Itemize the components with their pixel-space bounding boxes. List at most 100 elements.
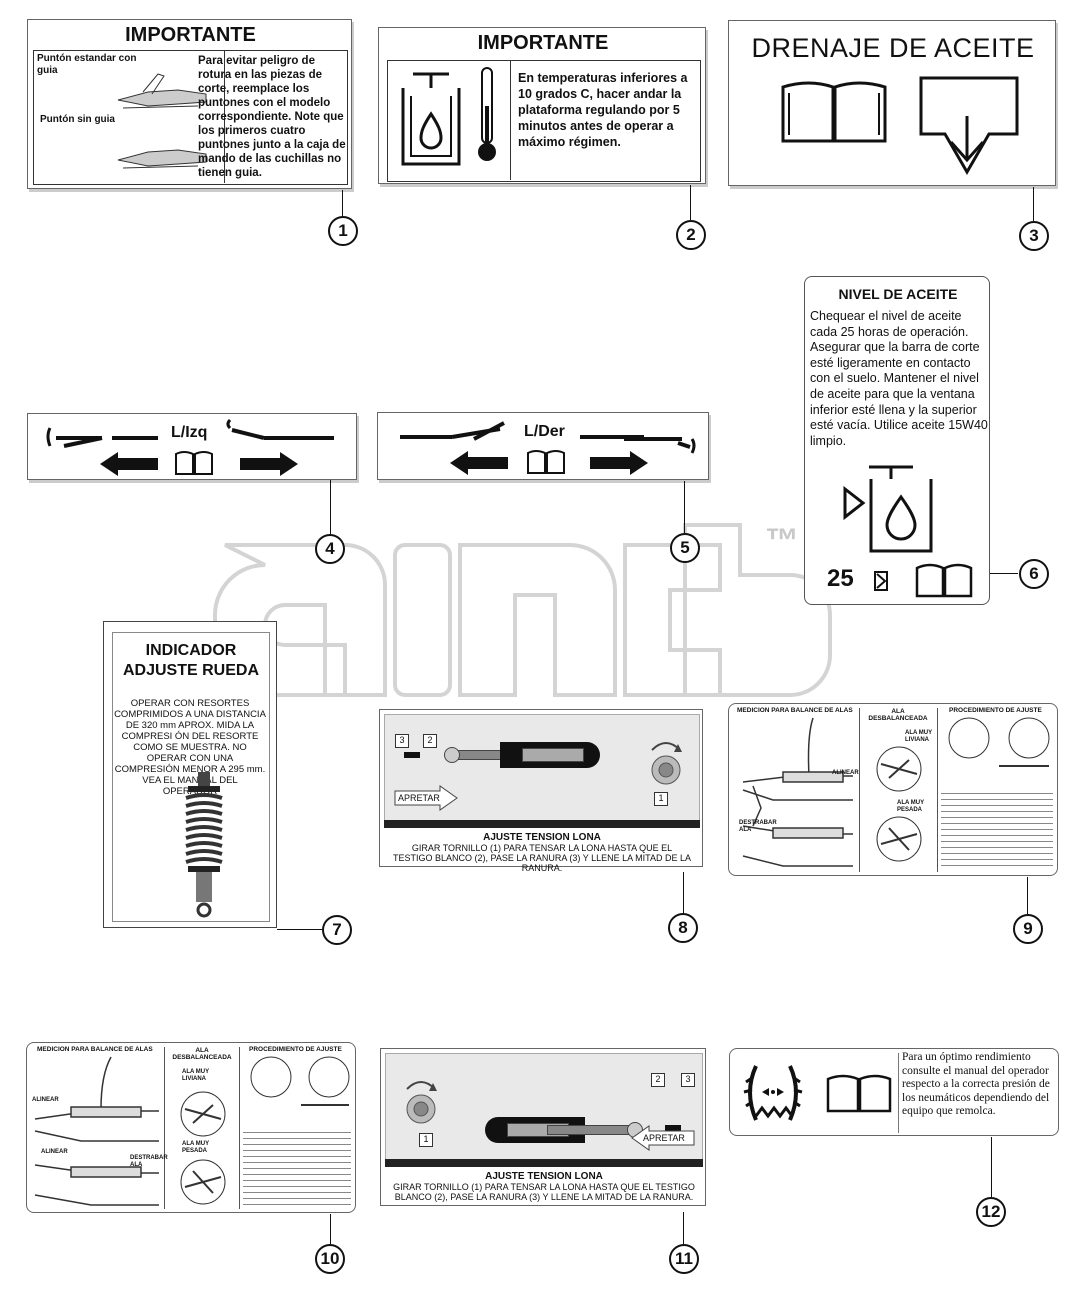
decal-3-title: DRENAJE DE ACEITE [751, 33, 1035, 63]
callout-12: 12 [976, 1197, 1006, 1227]
decal-12-text: Para un óptimo rendimiento consulte el m… [902, 1051, 1050, 1117]
decal-5-label: L/Der [524, 423, 565, 440]
hourglass-icon [874, 571, 888, 591]
decal-9-h2: ALA DESBALANCEADA [868, 708, 928, 722]
rotate-screw-icon [651, 742, 682, 785]
decal-9-divider-b [937, 708, 938, 872]
decal-12-neumaticos: Para un óptimo rendimiento consulte el m… [729, 1048, 1059, 1136]
callout-10: 10 [315, 1244, 345, 1274]
decal-6-text: Chequear el nivel de aceite cada 25 hora… [810, 309, 988, 448]
decal-10-l2: ALINEAR [41, 1149, 68, 1155]
decal-2-importante: IMPORTANTE En temperaturas inferiores a … [378, 27, 706, 184]
decal-11-n3: 3 [681, 1073, 695, 1087]
decal-8-photo [384, 714, 700, 826]
decal-9-h1: MEDICION PARA BALANCE DE ALAS [737, 707, 853, 714]
guard-without-guide-icon [117, 149, 207, 169]
manual-book-icon [915, 563, 973, 598]
apretar-arrow [631, 1125, 695, 1151]
leader-10 [330, 1214, 331, 1244]
decal-8-belt [384, 820, 700, 828]
decal-10-h2: ALA DESBALANCEADA [172, 1047, 232, 1061]
rod-shaft [547, 1125, 629, 1135]
decal-10-divider-a [164, 1047, 165, 1209]
decal-8-press: APRETAR [398, 793, 440, 803]
decal-11-belt [385, 1159, 703, 1167]
decal-7-inner-border [112, 632, 270, 922]
decal-7-title1: INDICADOR [145, 642, 237, 659]
wing-adjust-heavy-icon [180, 1159, 226, 1205]
callout-5: 5 [670, 533, 700, 563]
decal-11-photo [385, 1053, 703, 1165]
decal-1-label-no-guide: Puntón sin guia [40, 114, 115, 125]
washer-icon [444, 747, 460, 763]
decal-6-title: NIVEL DE ACEITE [838, 286, 958, 302]
decal-8-n1: 1 [654, 792, 668, 806]
decal-11-press: APRETAR [643, 1133, 685, 1143]
callout-9: 9 [1013, 914, 1043, 944]
guard-with-guide-icon [117, 73, 207, 109]
decal-10-balance-alas: MEDICION PARA BALANCE DE ALAS ALA DESBAL… [26, 1042, 356, 1213]
decal-3-drenaje: DRENAJE DE ACEITE [728, 20, 1056, 186]
decal-2-title: IMPORTANTE [477, 32, 609, 54]
wing-position-left-icon [46, 418, 334, 476]
decal-12-divider [898, 1053, 899, 1133]
decal-9-l1: ALINEAR [832, 770, 859, 776]
wing-balance-diagram [742, 717, 853, 867]
decal-10-l4: ALA MUY LIVIANA [182, 1069, 209, 1082]
spring-shock-icon [185, 772, 223, 918]
decal-1-importante: IMPORTANTE Puntón estandar con guia Punt… [27, 19, 352, 189]
decal-2-text: En temperaturas inferiores a 10 grados C… [518, 71, 688, 149]
wing-adjust-light-icon [180, 1091, 226, 1137]
decal-8-n3: 3 [395, 734, 409, 748]
decal-9-procedure-text [941, 790, 1053, 870]
oil-tank-icon [401, 72, 461, 166]
decal-2-divider [510, 60, 511, 180]
leader-2 [690, 185, 691, 220]
manual-book-small-icon [527, 450, 565, 474]
watermark-tm: ™ [765, 522, 799, 560]
decal-8-title: AJUSTE TENSION LONA [483, 832, 601, 843]
decal-2-border [387, 60, 701, 182]
decal-1-border [33, 50, 348, 185]
decal-7-title2: ADJUSTE RUEDA [122, 662, 259, 679]
decal-5-wing-right: L/Der [377, 412, 709, 480]
callout-3: 3 [1019, 221, 1049, 251]
callout-1: 1 [328, 216, 358, 246]
decal-10-l1: ALINEAR [32, 1097, 59, 1103]
leader-6 [990, 573, 1018, 574]
decal-11-n2: 2 [651, 1073, 665, 1087]
rotate-screw-icon [406, 1081, 437, 1124]
wing-adjust-light-icon [876, 746, 922, 792]
decal-8-n2: 2 [423, 734, 437, 748]
callout-4: 4 [315, 534, 345, 564]
callout-7: 7 [322, 915, 352, 945]
decal-9-h3: PROCEDIMIENTO DE AJUSTE [949, 707, 1042, 714]
leader-3 [1033, 187, 1034, 221]
leader-1 [342, 190, 343, 216]
thermometer-icon [478, 67, 496, 161]
leader-9 [1027, 877, 1028, 914]
leader-8 [683, 872, 684, 914]
decal-10-divider-b [239, 1047, 240, 1209]
decal-8-text: GIRAR TORNILLO (1) PARA TENSAR LA LONA H… [393, 843, 691, 873]
decal-10-h1: MEDICION PARA BALANCE DE ALAS [37, 1046, 153, 1053]
decal-11-n1: 1 [419, 1133, 433, 1147]
decal-1-text: Para evitar peligro de rotura en las pie… [198, 55, 346, 179]
decal-4-wing-left: L/Izq [27, 413, 357, 480]
callout-8: 8 [668, 913, 698, 943]
oil-level-tank-icon [843, 465, 933, 553]
leader-11 [683, 1212, 684, 1244]
wing-position-right-icon [400, 421, 696, 475]
decal-6-nivel-aceite: NIVEL DE ACEITE Chequear el nivel de ace… [804, 276, 990, 605]
tire-pressure-icon [743, 1065, 803, 1121]
manual-book-icon [781, 81, 887, 143]
leader-7 [277, 929, 322, 930]
wing-balance-diagram [34, 1056, 159, 1206]
adjust-procedure-icon [250, 1056, 350, 1106]
adjust-procedure-icon [948, 717, 1050, 767]
decal-1-label-standard: Puntón estandar con guia [37, 53, 137, 76]
decal-10-l5: ALA MUY PESADA [182, 1141, 209, 1154]
apretar-arrow [394, 785, 458, 811]
decal-10-l3: DESTRABAR ALA [130, 1155, 168, 1168]
rod-end [522, 748, 584, 762]
